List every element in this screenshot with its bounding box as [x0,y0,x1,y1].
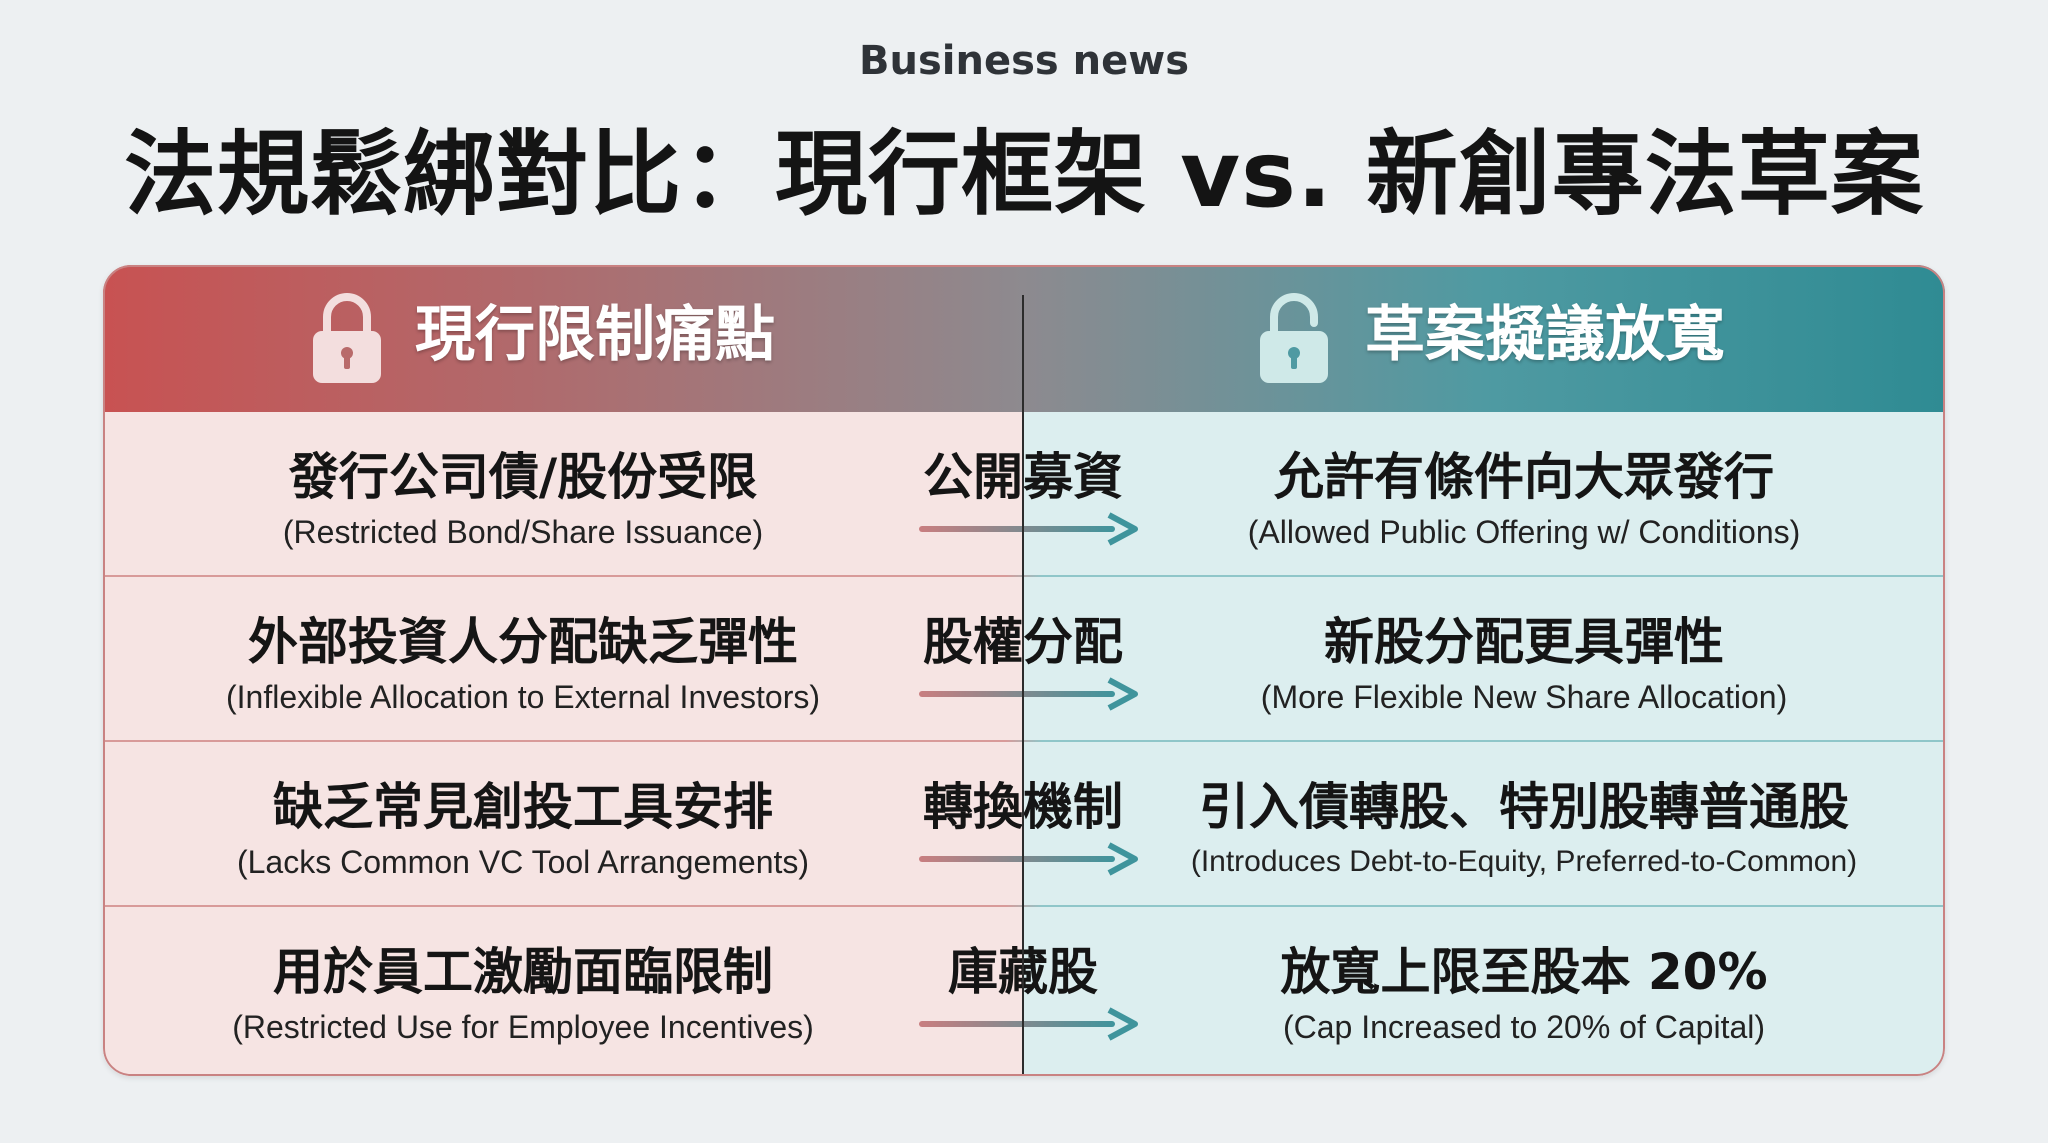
proposed-relaxation: 放寬上限至股本 20% (Cap Increased to 20% of Cap… [1103,937,1945,1047]
current-restriction-en: (Restricted Bond/Share Issuance) [282,514,764,550]
row-divider [103,905,1945,907]
current-restriction-zh: 缺乏常見創投工具安排 [273,778,773,836]
right-header-label: 草案擬議放寬 [1365,300,1725,370]
current-restriction: 用於員工激勵面臨限制 (Restricted Use for Employee … [103,937,943,1047]
current-restriction-en: (Lacks Common VC Tool Arrangements) [236,844,810,880]
current-restriction-zh: 外部投資人分配缺乏彈性 [248,613,798,671]
comparison-row: 缺乏常見創投工具安排 (Lacks Common VC Tool Arrange… [103,742,1945,907]
current-restriction-zh: 發行公司債/股份受限 [288,448,758,506]
left-column-background [103,412,1022,1076]
proposed-relaxation-zh: 引入債轉股、特別股轉普通股 [1199,778,1849,836]
center-divider [1022,295,1024,1076]
proposed-relaxation-en: (More Flexible New Share Allocation) [1260,679,1788,715]
locked-padlock-icon [313,293,381,383]
proposed-relaxation-en: (Introduces Debt-to-Equity, Preferred-to… [1190,845,1858,878]
proposed-relaxation-en: (Cap Increased to 20% of Capital) [1282,1009,1766,1045]
page-title: 法規鬆綁對比：現行框架 vs. 新創專法草案 [124,121,1924,228]
current-restriction: 發行公司債/股份受限 (Restricted Bond/Share Issuan… [103,442,943,552]
proposed-relaxation-en: (Allowed Public Offering w/ Conditions) [1247,514,1801,550]
left-header-label: 現行限制痛點 [415,300,775,370]
unlocked-padlock-icon [1260,293,1328,383]
kicker: Business news [859,38,1189,84]
comparison-row: 用於員工激勵面臨限制 (Restricted Use for Employee … [103,907,1945,1076]
current-restriction: 外部投資人分配缺乏彈性 (Inflexible Allocation to Ex… [103,607,943,717]
current-restriction-zh: 用於員工激勵面臨限制 [273,943,773,1001]
current-restriction-en: (Inflexible Allocation to External Inves… [225,679,821,715]
arrow-right-icon [919,512,1138,546]
proposed-relaxation: 新股分配更具彈性 (More Flexible New Share Alloca… [1103,607,1945,717]
arrow-right-icon [919,842,1138,876]
proposed-relaxation-zh: 允許有條件向大眾發行 [1274,448,1774,506]
row-divider [103,740,1945,742]
proposed-relaxation-zh: 新股分配更具彈性 [1324,613,1724,671]
arrow-right-icon [919,1007,1138,1041]
proposed-relaxation: 引入債轉股、特別股轉普通股 (Introduces Debt-to-Equity… [1103,772,1945,882]
arrow-right-icon [919,677,1138,711]
comparison-row: 外部投資人分配缺乏彈性 (Inflexible Allocation to Ex… [103,577,1945,742]
right-column-background [1022,412,1945,1076]
row-divider [103,575,1945,577]
comparison-panel: 現行限制痛點 草案擬議放寬 發行公司債/股份受限 (Restricted Bon… [103,265,1945,1076]
proposed-relaxation-zh: 放寬上限至股本 20% [1280,943,1768,1001]
current-restriction-en: (Restricted Use for Employee Incentives) [232,1009,814,1045]
panel-header [103,265,1945,412]
proposed-relaxation: 允許有條件向大眾發行 (Allowed Public Offering w/ C… [1103,442,1945,552]
current-restriction: 缺乏常見創投工具安排 (Lacks Common VC Tool Arrange… [103,772,943,882]
comparison-row: 發行公司債/股份受限 (Restricted Bond/Share Issuan… [103,412,1945,577]
